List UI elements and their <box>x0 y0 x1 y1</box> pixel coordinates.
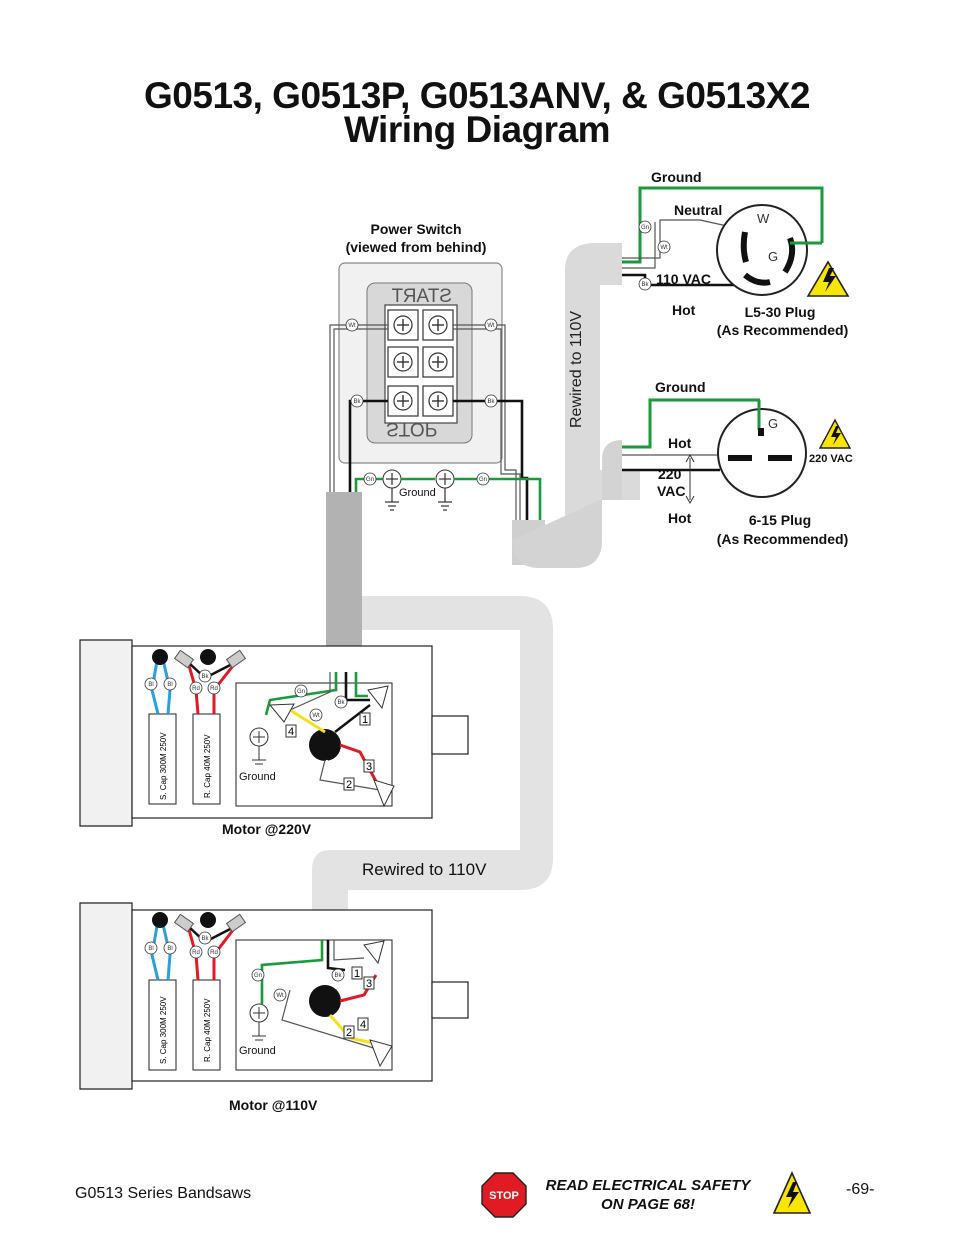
tag-bk: Bk <box>353 399 361 405</box>
motor110-label: Motor @110V <box>229 1097 318 1113</box>
tag-bk: Bk <box>337 700 345 706</box>
m110-s-cap: S. Cap 300M 250V <box>159 996 168 1064</box>
tag-bl: Bl <box>167 682 172 688</box>
tag-wt: Wt <box>348 323 356 329</box>
pin-g: G <box>768 249 778 264</box>
plug220-name: 6-15 Plug <box>748 512 812 528</box>
m220-t1: 1 <box>362 714 368 726</box>
tag-wt: Wt <box>312 713 320 719</box>
tag-wt: Wt <box>487 323 495 329</box>
wire-tags: Wt Wt Bk Bk Gn Gn Gn Wt Bk Gn Wt Bk Bl B… <box>144 220 671 1002</box>
page-number: -69- <box>846 1181 875 1198</box>
plug220-ground: Ground <box>655 379 706 395</box>
m110-t4: 4 <box>360 1019 366 1031</box>
plug110-neutral: Neutral <box>674 202 723 218</box>
power-switch: START STOP <box>338 262 503 511</box>
page-subtitle: Wiring Diagram <box>343 109 611 150</box>
plug-l5-30: W G <box>622 186 850 297</box>
plug220-voltage1: 220 <box>658 466 682 482</box>
footer-title: G0513 Series Bandsaws <box>75 1185 252 1202</box>
m110-t2: 2 <box>346 1027 352 1039</box>
motor-220v: 1 4 3 2 S. Cap 300M 250V R. Cap 40M 250V <box>79 639 469 827</box>
m220-t4: 4 <box>288 726 294 738</box>
m220-ground: Ground <box>239 771 276 783</box>
plug220-hot-bottom: Hot <box>668 510 692 526</box>
switch-label: Power Switch <box>370 221 462 237</box>
tag-bk: Bk <box>334 973 342 979</box>
m220-t3: 3 <box>366 761 372 773</box>
tag-bl: Bl <box>148 946 153 952</box>
switch-ground-label: Ground <box>399 487 436 499</box>
conduit <box>312 243 640 940</box>
m220-r-cap: R. Cap 40M 250V <box>203 734 212 798</box>
safety-note-line1: READ ELECTRICAL SAFETY <box>545 1177 751 1194</box>
tag-wt: Wt <box>660 245 668 251</box>
rewired-horizontal-label: Rewired to 110V <box>362 860 487 879</box>
plug110-voltage: 110 VAC <box>656 271 711 287</box>
tag-bk: Bk <box>641 282 649 288</box>
m110-t3: 3 <box>366 978 372 990</box>
svg-text:STOP: STOP <box>489 1190 519 1202</box>
pin-g-220: G <box>768 416 778 431</box>
m110-r-cap: R. Cap 40M 250V <box>203 998 212 1062</box>
tag-rd: Rd <box>192 950 200 956</box>
tag-gn: Gn <box>366 477 374 483</box>
plug220-name2: (As Recommended) <box>716 531 849 547</box>
tag-gn: Gn <box>641 225 649 231</box>
tag-bl: Bl <box>167 946 172 952</box>
tag-gn: Gn <box>479 477 487 483</box>
rewired-vertical-label: Rewired to 110V <box>568 311 585 428</box>
tag-gn: Gn <box>297 689 305 695</box>
m110-ground: Ground <box>239 1045 276 1057</box>
tag-bl: Bl <box>148 682 153 688</box>
stop-label: STOP <box>386 418 437 439</box>
plug-6-15: G <box>622 398 852 505</box>
plug110-name2: (As Recommended) <box>716 322 849 338</box>
m220-s-cap: S. Cap 300M 250V <box>159 732 168 800</box>
page-title: G0513, G0513P, G0513ANV, & G0513X2 <box>144 75 810 116</box>
pin-w: W <box>757 211 770 226</box>
stop-sign-icon: STOP <box>481 1172 527 1218</box>
switch-sublabel: (viewed from behind) <box>345 239 487 255</box>
m110-t1: 1 <box>354 968 360 980</box>
warning-220-label: 220 VAC <box>809 453 853 465</box>
plug220-hot-top: Hot <box>668 435 692 451</box>
tag-gn: Gn <box>254 973 262 979</box>
tag-rd: Rd <box>192 686 200 692</box>
motor-110v: 1 3 2 4 S. Cap 300M 250V R. Cap 40M 250V <box>79 902 469 1090</box>
tag-rd: Rd <box>210 950 218 956</box>
tag-rd: Rd <box>210 686 218 692</box>
tag-bk: Bk <box>487 399 495 405</box>
tag-bk: Bk <box>201 936 209 942</box>
m220-t2: 2 <box>346 779 352 791</box>
start-label: START <box>391 286 452 307</box>
plug220-voltage2: VAC <box>657 483 686 499</box>
safety-note-line2: ON PAGE 68! <box>601 1196 695 1213</box>
tag-wt: Wt <box>276 993 284 999</box>
plug110-hot: Hot <box>672 302 696 318</box>
plug110-name: L5-30 Plug <box>744 304 816 320</box>
plug110-ground: Ground <box>651 169 702 185</box>
motor220-label: Motor @220V <box>222 821 312 837</box>
tag-bk: Bk <box>201 674 209 680</box>
